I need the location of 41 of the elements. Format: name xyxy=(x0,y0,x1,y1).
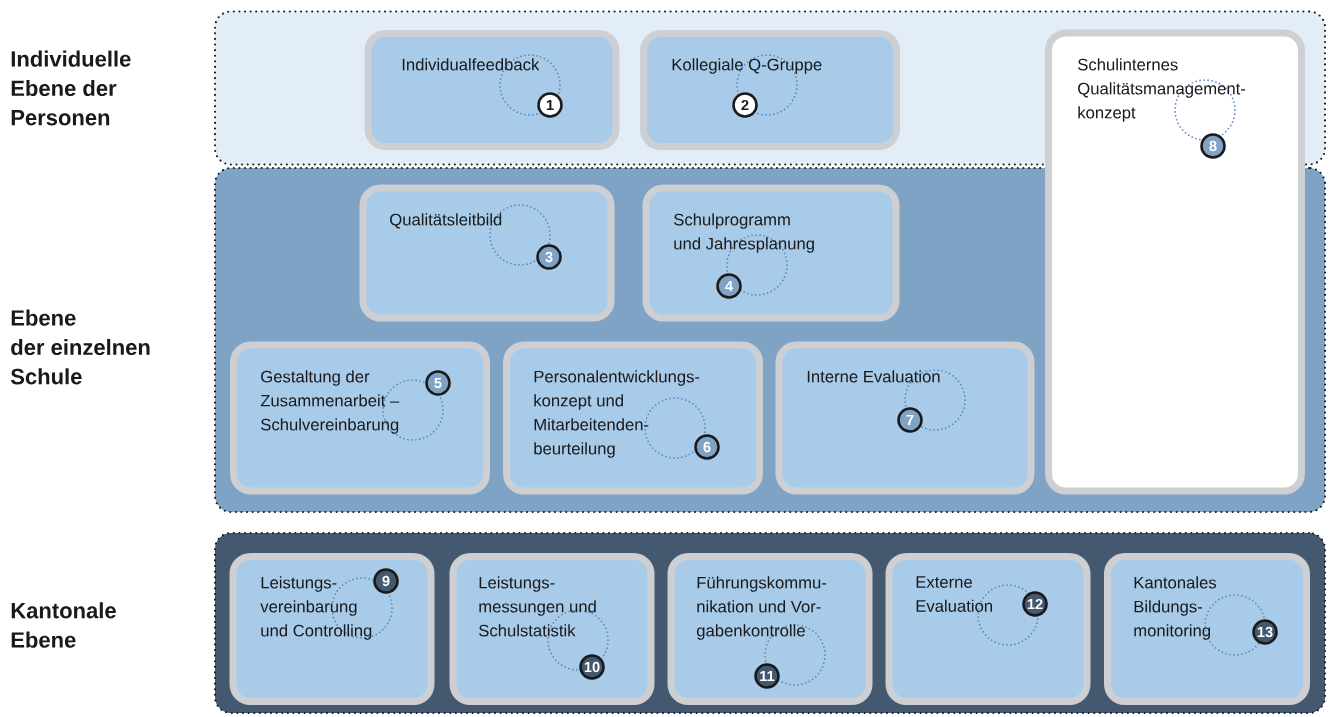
process-box xyxy=(1104,553,1310,705)
process-box xyxy=(642,184,900,322)
process-box xyxy=(229,553,435,705)
number-badge: 1 xyxy=(537,92,563,118)
box-label: Kantonales Bildungs- monitoring xyxy=(1134,576,1217,640)
box-label: Individualfeedback xyxy=(402,58,540,71)
number-badge: 7 xyxy=(897,407,923,433)
box-label: Qualitätsleitbild xyxy=(390,213,502,229)
box-label: Kollegiale Q-Gruppe xyxy=(672,58,822,74)
number-badge: 6 xyxy=(694,434,720,460)
level-heading: Ebene der einzelnen Schule xyxy=(10,309,150,385)
box-label: Interne Evaluation xyxy=(807,370,940,383)
process-box xyxy=(885,553,1091,705)
process-box xyxy=(230,341,490,495)
number-badge: 2 xyxy=(732,92,758,118)
level-heading: Kantonale Ebene xyxy=(11,602,116,648)
process-box xyxy=(449,553,655,705)
process-box xyxy=(640,30,900,150)
level-heading: Individuelle Ebene der Personen xyxy=(11,50,131,126)
number-badge: 4 xyxy=(716,273,742,299)
box-label: Leistungs- messungen und Schulstatistik xyxy=(479,576,596,637)
process-box xyxy=(359,184,615,322)
process-box xyxy=(364,30,620,150)
process-box xyxy=(1045,29,1305,495)
number-badge: 9 xyxy=(373,568,399,594)
number-badge: 3 xyxy=(536,244,562,270)
box-label: Schulinternes Qualitätsmanagement- konzept xyxy=(1078,58,1246,122)
number-badge: 10 xyxy=(579,654,605,680)
number-badge: 12 xyxy=(1022,591,1048,617)
box-label: Leistungs- vereinbarung und Controlling xyxy=(260,576,372,640)
box-label: Externe Evaluation xyxy=(916,576,992,612)
number-badge: 11 xyxy=(754,663,780,689)
box-label: Führungskommu- nikation und Vor- gabenkontrolle xyxy=(696,576,827,640)
box-label: Gestaltung der Zusammenarbeit – Schulvereinbarung xyxy=(260,370,400,434)
box-label: Schulprogramm und Jahresplanung xyxy=(674,213,814,253)
number-badge: 13 xyxy=(1252,619,1278,645)
process-box xyxy=(667,553,873,705)
number-badge: 8 xyxy=(1200,133,1226,159)
process-box xyxy=(775,341,1035,495)
number-badge: 5 xyxy=(425,370,451,396)
process-box xyxy=(503,341,763,495)
